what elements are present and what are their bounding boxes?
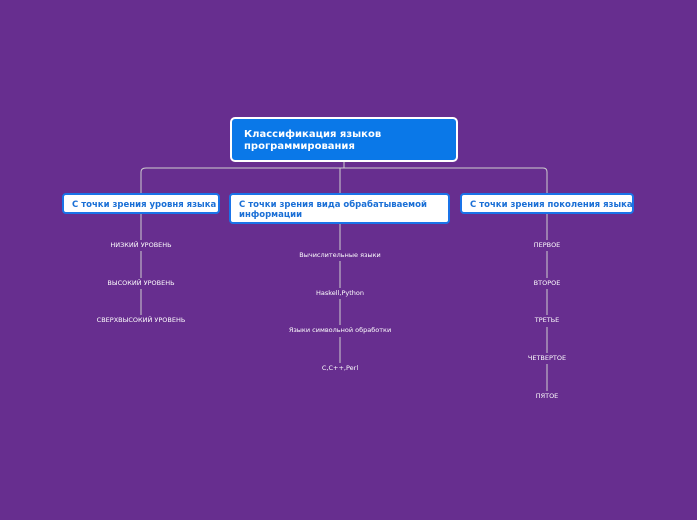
leaf-node[interactable]: НИЗКИЙ УРОВЕНЬ (110, 241, 172, 249)
branch-node-language-level[interactable]: С точки зрения уровня языка (62, 193, 220, 214)
branch-node-information-type[interactable]: С точки зрения вида обрабатываемой инфор… (229, 193, 450, 224)
leaf-node[interactable]: ВТОРОЕ (533, 279, 561, 287)
branch-label-line-2: информации (239, 210, 303, 220)
leaf-node[interactable]: Вычислительные языки (299, 251, 381, 259)
leaf-node[interactable]: ВЫСОКИЙ УРОВЕНЬ (107, 279, 175, 287)
leaf-node[interactable]: ТРЕТЬЕ (534, 316, 560, 324)
branch-label-line-1: С точки зрения вида обрабатываемой (239, 200, 427, 210)
leaf-node[interactable]: Haskell,Python (316, 289, 364, 297)
leaf-node[interactable]: ЧЕТВЕРТОЕ (527, 354, 567, 362)
branch-node-language-generation[interactable]: С точки зрения поколения языка (460, 193, 634, 214)
branch-label: С точки зрения поколения языка (470, 200, 633, 210)
leaf-node[interactable]: ПЯТОЕ (535, 392, 559, 400)
branch-label: С точки зрения уровня языка (72, 200, 217, 210)
root-title-line-2: программирования (244, 141, 355, 152)
connector-horizontal-bar (140, 167, 548, 193)
leaf-node[interactable]: Языки символьной обработки (288, 326, 392, 334)
root-node[interactable]: Классификация языков программирования (230, 117, 458, 162)
root-title-line-1: Классификация языков (244, 129, 382, 140)
leaf-node[interactable]: ПЕРВОЕ (533, 241, 561, 249)
leaf-node[interactable]: C,C++,Perl (321, 364, 359, 372)
leaf-node[interactable]: СВЕРХВЫСОКИЙ УРОВЕНЬ (96, 316, 186, 324)
